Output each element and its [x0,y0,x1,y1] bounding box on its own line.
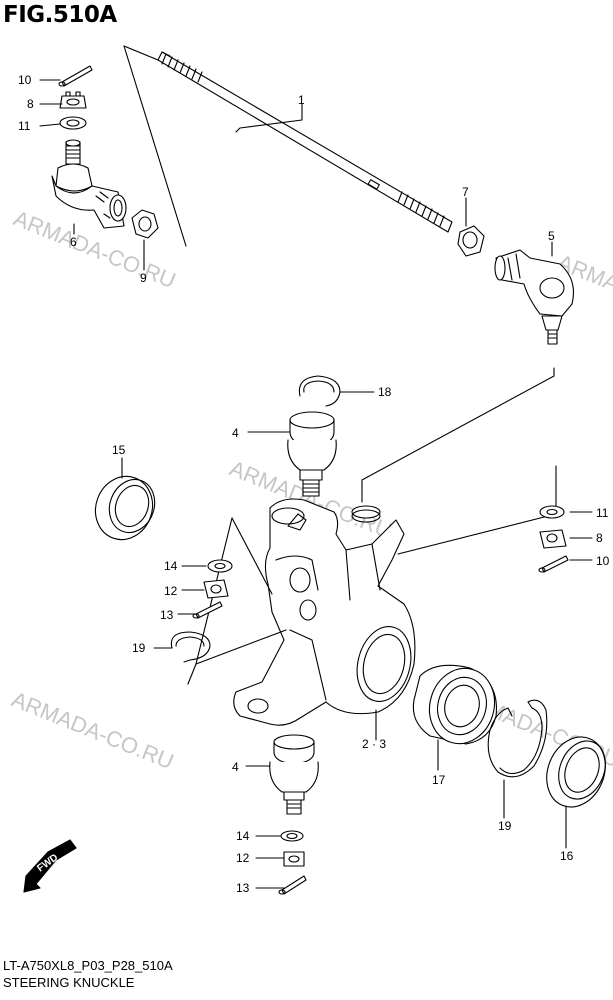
cotter-pin-10-right [538,555,569,573]
callout-19-right: 19 [498,819,512,833]
callout-13-bottom: 13 [236,881,250,895]
washer-14-mid [207,559,233,573]
cotter-pin-13-mid [192,601,223,619]
figure-name: STEERING KNUCKLE [3,975,135,990]
callout-17: 17 [432,773,446,787]
washer-left [59,116,87,130]
callout-8-right: 8 [596,531,603,545]
castle-nut-8-right [539,529,567,549]
circlip-18 [298,375,341,407]
circlip-19-left [170,631,211,663]
castle-nut-12-mid [203,579,229,599]
bracket-line [123,45,187,247]
callout-14-mid: 14 [164,559,178,573]
fwd-arrow-icon [23,839,77,893]
castle-nut-12-bottom [283,851,305,867]
oil-seal-16 [546,736,606,808]
washer-11-right [539,505,565,519]
callout-19-left: 19 [132,641,146,655]
tie-rod-end-left [51,139,127,229]
callout-16: 16 [560,849,574,863]
callout-11-left: 11 [18,119,31,133]
watermark-3: ARMADA-CO.RU [8,686,177,774]
hex-nut-7 [457,225,485,257]
wheel-bearing-17 [412,664,498,745]
tie-rod-end-right [494,249,575,345]
callout-13-mid: 13 [160,608,174,622]
castle-nut-left [59,91,87,109]
callout-4-bottom: 4 [232,760,239,774]
callout-8-left: 8 [27,97,34,111]
callout-12-bottom: 12 [236,851,250,865]
callout-11-right: 11 [596,506,609,520]
hex-nut-9 [131,209,159,239]
callout-7: 7 [462,185,469,199]
oil-seal-15 [94,475,156,541]
steering-knuckle [233,498,416,726]
callout-9: 9 [140,271,147,285]
callout-18: 18 [378,385,392,399]
circlip-19-right [487,699,548,778]
cotter-pin-left [58,65,93,87]
tie-rod [157,51,453,233]
figure-code: LT-A750XL8_P03_P28_510A [3,958,173,973]
callout-10-left: 10 [18,73,32,87]
callout-2-3: 2 · 3 [362,737,386,751]
figure-title: FIG.510A [3,2,117,28]
callout-4-top: 4 [232,426,239,440]
callout-6: 6 [70,235,77,249]
callout-10-right: 10 [596,554,610,568]
callout-12-mid: 12 [164,584,178,598]
callout-14-bottom: 14 [236,829,250,843]
washer-14-bottom [280,830,304,842]
ball-joint-lower [269,734,319,815]
guide-line-tie-rod [361,367,555,503]
callout-1: 1 [298,93,305,107]
cotter-pin-13-bottom [278,875,307,895]
guide-line-right [397,465,557,555]
callout-5: 5 [548,229,555,243]
leader-lines [39,79,593,889]
callout-15: 15 [112,443,126,457]
ball-joint-upper [287,411,337,497]
bracket-line-top [123,45,159,61]
